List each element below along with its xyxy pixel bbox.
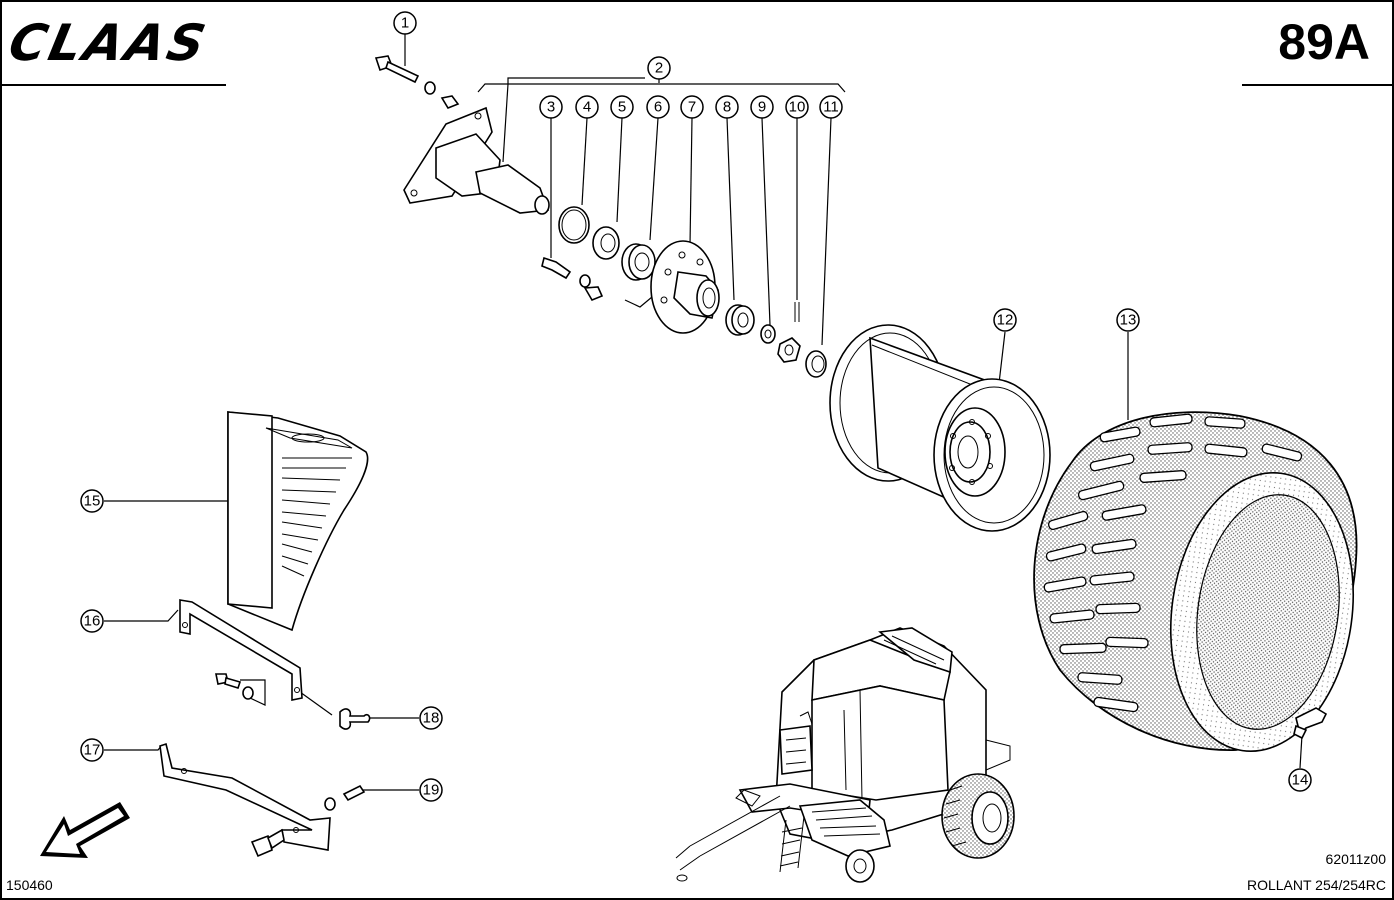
svg-text:8: 8 [723, 99, 731, 116]
callout-5[interactable]: 5 [610, 95, 634, 119]
callout-12[interactable]: 12 [993, 308, 1017, 332]
svg-text:16: 16 [84, 613, 101, 630]
svg-text:1: 1 [401, 15, 409, 32]
bolt-washer-16 [215, 673, 254, 700]
wing-nut-18 [339, 708, 371, 730]
split-pin-10 [794, 302, 800, 322]
svg-text:5: 5 [618, 99, 626, 116]
hub-7 [650, 240, 720, 334]
callout-3[interactable]: 3 [539, 95, 563, 119]
svg-text:10: 10 [789, 99, 806, 116]
svg-text:12: 12 [997, 312, 1014, 329]
svg-text:17: 17 [84, 742, 101, 759]
callout-4[interactable]: 4 [575, 95, 599, 119]
svg-text:14: 14 [1292, 772, 1309, 789]
bolt-1-part [374, 55, 460, 109]
callout-17[interactable]: 17 [80, 738, 104, 762]
callout-19[interactable]: 19 [419, 778, 443, 802]
callout-15[interactable]: 15 [80, 489, 104, 513]
callout-7[interactable]: 7 [680, 95, 704, 119]
svg-text:13: 13 [1120, 312, 1137, 329]
callout-18[interactable]: 18 [419, 706, 443, 730]
bracket-17 [159, 742, 331, 851]
svg-text:7: 7 [688, 99, 696, 116]
cap-11 [805, 350, 827, 378]
o-ring-4 [558, 206, 590, 244]
callout-6[interactable]: 6 [646, 95, 670, 119]
axle-stub-part [403, 106, 550, 215]
document-number: 150460 [6, 877, 53, 893]
svg-text:9: 9 [758, 99, 766, 116]
callout-14[interactable]: 14 [1288, 768, 1312, 792]
callout-11[interactable]: 11 [819, 95, 843, 119]
svg-text:19: 19 [423, 782, 440, 799]
washer-9 [760, 324, 776, 344]
callout-13[interactable]: 13 [1116, 308, 1140, 332]
model-name: ROLLANT 254/254RC [1246, 877, 1386, 893]
bolt-washer-19 [324, 784, 366, 811]
header-rule-left [2, 84, 226, 86]
header-rule-right [1242, 84, 1392, 86]
callout-10[interactable]: 10 [785, 95, 809, 119]
leader-lines [104, 34, 1303, 791]
baler-illustration [675, 627, 1015, 883]
seal-5 [592, 226, 620, 260]
svg-text:4: 4 [583, 99, 591, 116]
callout-1[interactable]: 1 [393, 11, 417, 35]
tyre-13 [1033, 411, 1358, 753]
bearing-6 [621, 243, 656, 281]
callout-8[interactable]: 8 [715, 95, 739, 119]
castle-nut [777, 337, 801, 363]
callout-9[interactable]: 9 [750, 95, 774, 119]
bracket-16 [179, 599, 303, 701]
callout-2[interactable]: 2 [647, 56, 671, 80]
svg-text:11: 11 [823, 99, 839, 116]
wheel-rim-12 [829, 324, 1051, 532]
svg-text:6: 6 [654, 99, 662, 116]
svg-text:3: 3 [547, 99, 555, 116]
direction-arrow-icon [40, 802, 130, 858]
svg-text:18: 18 [423, 710, 440, 727]
drawing-number: 62011z00 [1325, 851, 1386, 867]
carriage-bolt-17 [250, 828, 285, 858]
stud-3-part [541, 256, 604, 301]
callout-16[interactable]: 16 [80, 609, 104, 633]
bearing-8 [725, 304, 755, 336]
svg-text:2: 2 [655, 60, 663, 77]
valve-14 [1293, 707, 1328, 740]
callouts: 1 2 3 4 5 6 7 8 9 10 11 12 13 14 15 16 1… [80, 11, 1312, 802]
svg-text:15: 15 [84, 493, 101, 510]
page-number: 89A [1278, 14, 1370, 70]
mudguard-15 [227, 411, 369, 632]
